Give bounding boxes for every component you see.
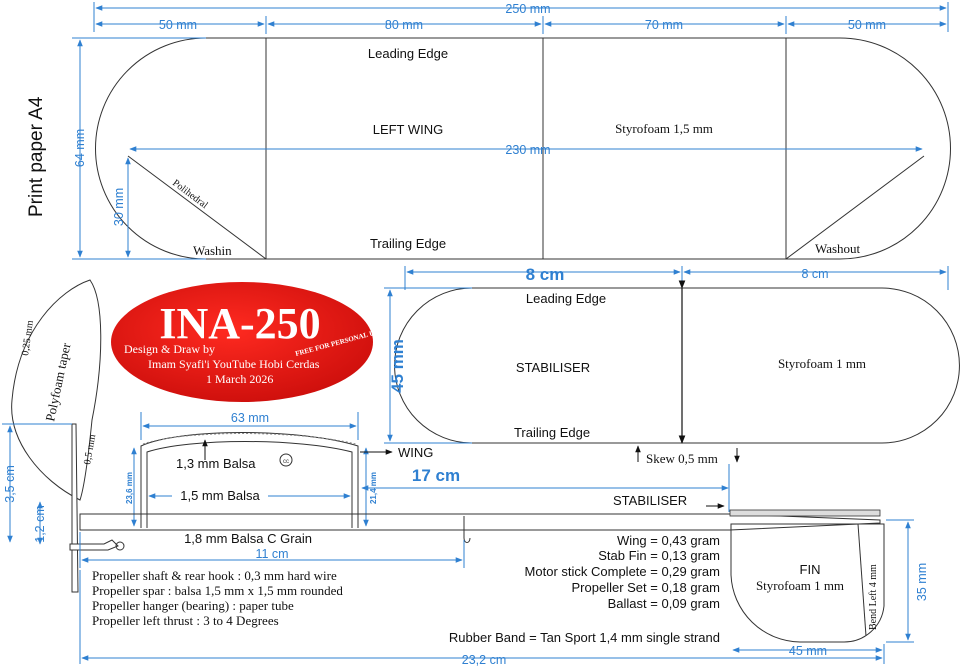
wing-trailing-edge: Trailing Edge	[370, 236, 446, 251]
side-title: Print paper A4	[26, 96, 47, 217]
stab-skew: Skew 0,5 mm	[646, 451, 718, 466]
stab-distance: 17 cm	[412, 466, 460, 485]
prop-thickness-top: 0,25 mm	[20, 319, 36, 356]
fin-title: FIN	[800, 562, 821, 577]
motor-stick-label: 1,8 mm Balsa C Grain	[184, 531, 312, 546]
wing-leading-edge: Leading Edge	[368, 46, 448, 61]
balsa-inner: 1,5 mm Balsa	[180, 488, 260, 503]
weight-ballast: Ballast = 0,09 gram	[608, 596, 720, 611]
prop-thickness-mid: 0,5 mm	[82, 433, 98, 465]
fin-bend: Bend Left 4 mm	[868, 564, 879, 630]
fuselage-drawing: 63 mm 1,3 mm Balsa cc 1,5 mm Balsa 23,6 …	[69, 411, 885, 667]
wing-segment-3: 70 mm	[645, 18, 683, 32]
wing-polyhedral-label: Polihedral	[170, 178, 210, 212]
wing-material: Styrofoam 1,5 mm	[615, 121, 713, 136]
wing-segment-4: 50 mm	[848, 18, 886, 32]
stab-trailing-edge: Trailing Edge	[514, 425, 590, 440]
weight-propeller: Propeller Set = 0,18 gram	[572, 580, 721, 595]
wing-title: LEFT WING	[373, 122, 444, 137]
weight-list: Wing = 0,43 gram Stab Fin = 0,13 gram Mo…	[449, 533, 720, 645]
prop-height: 3,5 cm	[3, 465, 17, 503]
wing-washin: Washin	[193, 243, 232, 258]
note-3: Propeller hanger (bearing) : paper tube	[92, 598, 294, 613]
wing-polyhedral-height: 30 mm	[112, 188, 126, 226]
fin-material: Styrofoam 1 mm	[756, 578, 844, 593]
fin-height: 35 mm	[915, 563, 929, 601]
wing-total-width: 250 mm	[505, 2, 550, 16]
mount-height-left: 23,6 mm	[125, 472, 134, 504]
wing-height: 64 mm	[73, 129, 87, 167]
fin-width: 45 mm	[789, 644, 827, 658]
stick-length: 11 cm	[255, 547, 288, 561]
badge-line1: Design & Draw by	[124, 342, 215, 356]
weight-motor-stick: Motor stick Complete = 0,29 gram	[525, 564, 720, 579]
mount-width: 63 mm	[231, 411, 269, 425]
wing-span: 230 mm	[505, 143, 550, 157]
wing-arrow-label: WING	[398, 445, 433, 460]
wing-segment-2: 80 mm	[385, 18, 423, 32]
prop-hub-height: 1,2 cm	[33, 505, 47, 543]
balsa-top: 1,3 mm Balsa	[176, 456, 256, 471]
stab-half-right: 8 cm	[801, 267, 828, 281]
build-notes: Propeller shaft & rear hook : 0,3 mm har…	[92, 568, 343, 628]
note-1: Propeller shaft & rear hook : 0,3 mm har…	[92, 568, 337, 583]
total-length: 23,2 cm	[462, 653, 506, 667]
stab-arrow-label: STABILISER	[613, 493, 687, 508]
stab-half-left: 8 cm	[526, 265, 565, 284]
rubber-band: Rubber Band = Tan Sport 1,4 mm single st…	[449, 630, 720, 645]
wing-washout: Washout	[815, 241, 861, 256]
fin-drawing: FIN Styrofoam 1 mm Bend Left 4 mm 35 mm …	[730, 519, 929, 658]
stabiliser-drawing: 8 cm 8 cm 45 mm Leading Edge STABILISER …	[384, 265, 960, 466]
stab-title: STABILISER	[516, 360, 590, 375]
weight-stab-fin: Stab Fin = 0,13 gram	[598, 548, 720, 563]
wing-drawing: 250 mm 50 mm 80 mm 70 mm 50 mm 64 mm 30 …	[72, 2, 951, 260]
weight-wing: Wing = 0,43 gram	[617, 533, 720, 548]
stab-material: Styrofoam 1 mm	[778, 356, 866, 371]
prop-taper: Polyfoam taper	[42, 341, 73, 423]
badge-line2: Imam Syafi'i YouTube Hobi Cerdas	[148, 357, 320, 371]
stab-height: 45 mm	[388, 339, 407, 393]
wing-segment-1: 50 mm	[159, 18, 197, 32]
badge-line3: 1 March 2026	[206, 372, 273, 386]
stab-leading-edge: Leading Edge	[526, 291, 606, 306]
title-badge: INA-250 Design & Draw by Imam Syafi'i Yo…	[111, 282, 384, 402]
note-2: Propeller spar : balsa 1,5 mm x 1,5 mm r…	[92, 583, 343, 598]
badge-title: INA-250	[159, 299, 320, 348]
note-4: Propeller left thrust : 3 to 4 Degrees	[92, 613, 279, 628]
cc-mark: cc	[283, 459, 289, 465]
